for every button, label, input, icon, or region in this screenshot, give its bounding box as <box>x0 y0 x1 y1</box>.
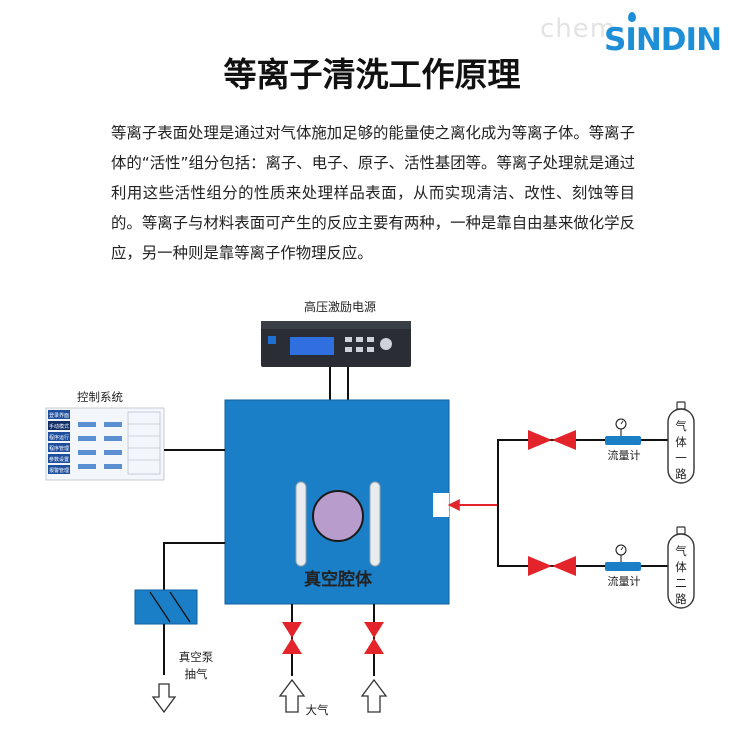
menu-item: 参数设置 <box>49 456 69 463</box>
vacuum-pump <box>134 589 198 625</box>
intro-paragraph: 等离子表面处理是通过对气体施加足够的能量使之离化成为等离子体。等离子体的“活性”… <box>111 124 635 262</box>
gas-label-char: 二 <box>675 576 687 590</box>
menu-item: 手动模式 <box>49 423 69 430</box>
atmosphere-valve-1 <box>282 622 302 654</box>
menu-item: 报警管理 <box>49 467 69 474</box>
flowmeter-label: 流量计 <box>608 574 641 588</box>
gas-cylinder-2 <box>667 526 695 609</box>
atmosphere-valve-2 <box>364 622 384 654</box>
control-screen: 登录界面 手动模式 程序运行 程序管理 参数设置 报警管理 <box>45 407 165 481</box>
gas-1-label: 气体一路 <box>675 419 687 481</box>
flowmeter-label: 流量计 <box>608 448 641 462</box>
gas-1-label-text: 气体一路 <box>675 419 687 481</box>
power-supply-unit <box>261 321 411 367</box>
flowmeter-2 <box>605 544 641 571</box>
pump-label: 真空泵 <box>179 650 214 664</box>
gas-label-char: 一 <box>675 451 687 465</box>
menu-item: 程序管理 <box>49 445 69 452</box>
menu-item: 登录界面 <box>49 412 69 419</box>
logo-drop-icon <box>628 12 636 22</box>
gas-label-char: 气 <box>675 419 687 433</box>
gas-valve-1 <box>528 430 576 450</box>
power-supply-label: 高压激励电源 <box>304 299 376 314</box>
gas-2-label: 气体二路 <box>675 544 687 606</box>
sample-disc <box>312 490 364 542</box>
watermark: chem <box>540 14 617 44</box>
gas-label-char: 体 <box>675 560 687 574</box>
menu-item: 程序运行 <box>49 434 69 441</box>
flowmeter-1 <box>605 418 641 445</box>
gas-label-char: 路 <box>675 592 687 606</box>
gas-2-label-text: 气体二路 <box>675 544 687 606</box>
atmosphere-label: 大气 <box>306 703 329 717</box>
brand-logo: SINDIN <box>604 22 722 58</box>
gas-label-char: 体 <box>675 435 687 449</box>
gas-label-char: 路 <box>675 467 687 481</box>
exhaust-arrow-icon <box>151 683 177 714</box>
air-inlet-arrow-icon <box>278 678 306 713</box>
pump-exhaust-label: 抽气 <box>185 667 208 681</box>
air-inlet-arrow-icon <box>360 678 388 713</box>
gas-label-char: 气 <box>675 544 687 558</box>
page-title: 等离子清洗工作原理 <box>223 55 521 94</box>
gas-cylinder-1 <box>667 401 695 484</box>
chamber-label: 真空腔体 <box>304 569 373 590</box>
gas-valve-2 <box>528 556 576 576</box>
control-system-label: 控制系统 <box>77 390 123 404</box>
